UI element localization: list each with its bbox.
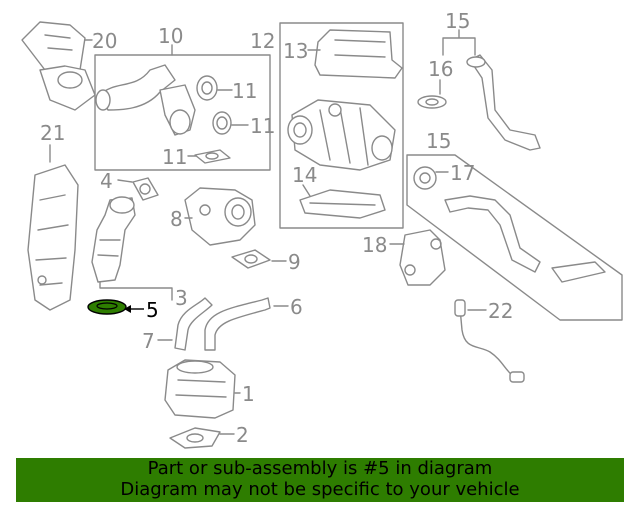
group-box-12 xyxy=(279,22,404,229)
callout-14: 14 xyxy=(292,163,317,187)
callout-21: 21 xyxy=(40,121,65,145)
part-18-gasket xyxy=(413,166,437,190)
callout-13: 13 xyxy=(283,39,308,63)
part-21-heat-shield xyxy=(27,164,79,311)
part-4-gasket xyxy=(132,177,159,201)
part-19-bracket xyxy=(399,229,446,286)
part-8-egr-valve xyxy=(184,187,256,246)
callout-19: 18 xyxy=(362,233,387,257)
callout-12: 12 xyxy=(250,29,275,53)
callout-5: 5 xyxy=(146,298,159,322)
callout-3: 3 xyxy=(175,286,188,310)
part-1-valve xyxy=(164,359,236,419)
part-14-bracket xyxy=(299,189,386,219)
banner-line-1: Part or sub-assembly is #5 in diagram xyxy=(147,458,493,479)
part-11-gasket-a xyxy=(196,75,218,101)
part-20-catalyst xyxy=(21,21,96,111)
callout-11c: 11 xyxy=(162,145,187,169)
callout-11a: 11 xyxy=(232,79,257,103)
part-7-hose xyxy=(174,297,213,351)
callout-6: 6 xyxy=(290,295,303,319)
part-2-gasket xyxy=(169,427,221,449)
callout-22: 22 xyxy=(488,299,513,323)
callout-20: 20 xyxy=(92,29,117,53)
part-11-gasket-b xyxy=(212,111,232,135)
info-banner: Part or sub-assembly is #5 in diagram Di… xyxy=(16,458,624,502)
callout-18: 17 xyxy=(450,161,475,185)
callout-16: 16 xyxy=(428,57,453,81)
group-box-10 xyxy=(94,54,271,171)
part-3-pipe xyxy=(91,196,136,283)
part-13-bracket xyxy=(314,29,403,79)
part-11-gasket-c xyxy=(194,149,231,164)
callout-1: 1 xyxy=(242,382,255,406)
callout-9: 9 xyxy=(288,250,301,274)
callout-2: 2 xyxy=(236,423,249,447)
callout-15: 15 xyxy=(445,9,470,33)
part-15-pipe xyxy=(466,54,541,151)
part-17-pipe xyxy=(444,195,606,283)
part-10-egr-pipe xyxy=(95,64,196,136)
callout-4: 4 xyxy=(100,169,113,193)
part-16-gasket xyxy=(417,95,447,109)
part-6-hose xyxy=(204,297,271,351)
callout-8: 8 xyxy=(170,207,183,231)
part-9-gasket xyxy=(231,249,271,269)
banner-line-2: Diagram may not be specific to your vehi… xyxy=(120,479,520,500)
part-egr-cooler xyxy=(287,99,396,171)
parts-diagram: 20 21 11 11 11 10 13 12 xyxy=(21,9,623,449)
callout-11b: 11 xyxy=(250,114,275,138)
callout-7: 7 xyxy=(142,329,155,353)
callout-17: 15 xyxy=(426,129,451,153)
part-22-sensor xyxy=(454,299,525,383)
group-box-17 xyxy=(406,154,623,321)
callout-10: 10 xyxy=(158,24,183,48)
part-5-gasket xyxy=(87,299,127,315)
